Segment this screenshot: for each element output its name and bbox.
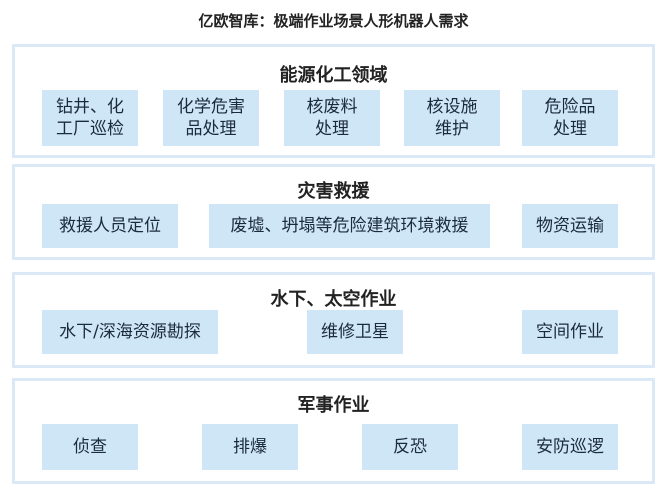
page-title: 亿欧智库：极端作业场景人形机器人需求 (198, 12, 469, 30)
item-underwater-exploration: 水下/深海资源勘探 (42, 310, 218, 354)
section-title: 水下、太空作业 (270, 289, 397, 310)
item-counter-terrorism: 反恐 (362, 424, 458, 470)
item-bomb-disposal: 排爆 (202, 424, 298, 470)
item-hazmat: 危险品处理 (522, 90, 618, 146)
section-title: 灾害救援 (297, 181, 370, 202)
item-reconnaissance: 侦查 (42, 424, 138, 470)
item-nuclear-facility: 核设施维护 (404, 90, 500, 146)
item-ruin-rescue: 废墟、坍塌等危险建筑环境救援 (209, 204, 490, 248)
item-supply-transport: 物资运输 (522, 204, 618, 248)
section-title: 能源化工领域 (279, 65, 388, 86)
item-rescuer-location: 救援人员定位 (42, 204, 178, 248)
item-satellite-repair: 维修卫星 (307, 310, 403, 354)
item-space-operation: 空间作业 (522, 310, 618, 354)
section-title: 军事作业 (297, 395, 370, 416)
item-security-patrol: 安防巡逻 (522, 424, 618, 470)
item-chemical-hazard: 化学危害品处理 (163, 90, 259, 146)
item-drilling-inspection: 钻井、化工厂巡检 (42, 90, 138, 146)
item-nuclear-waste: 核废料处理 (284, 90, 380, 146)
